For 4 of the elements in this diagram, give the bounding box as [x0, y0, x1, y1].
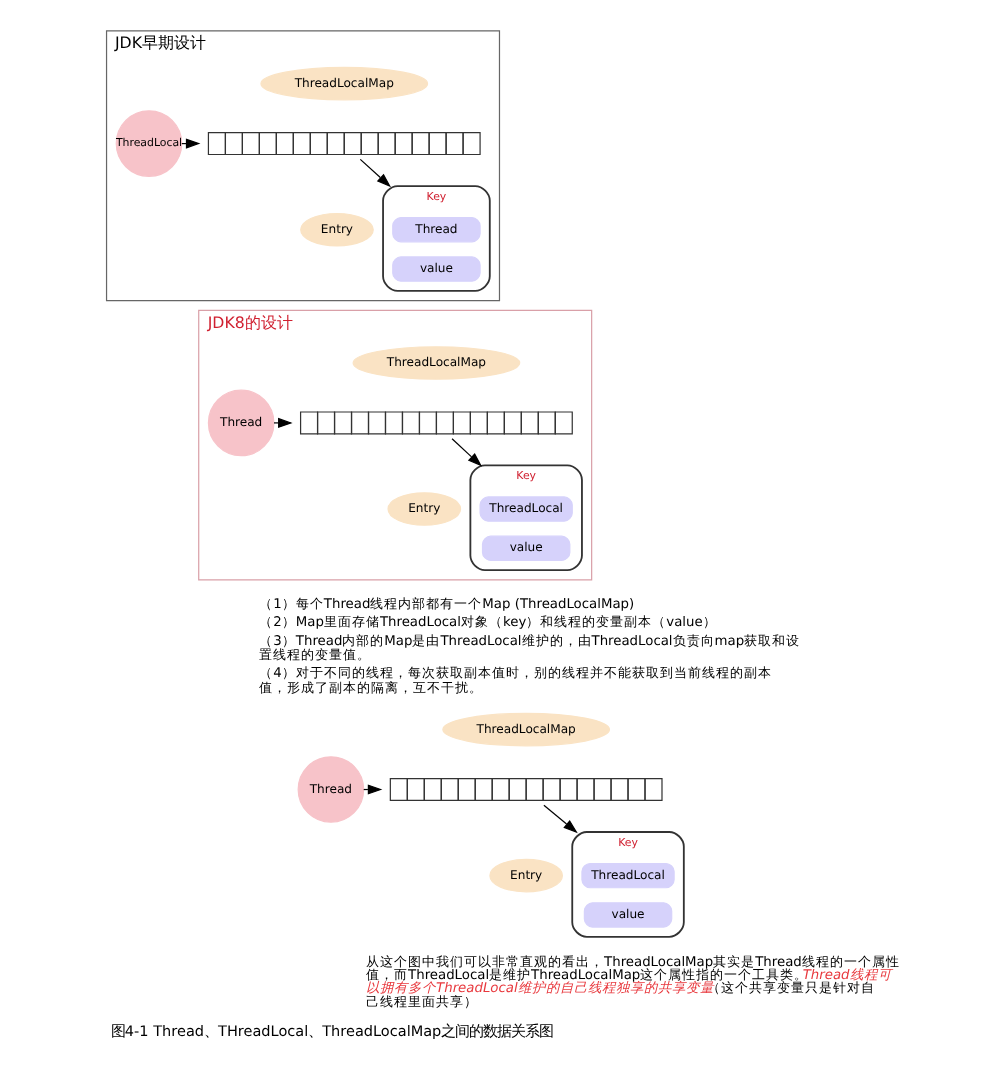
arrow [450, 438, 481, 467]
arrow [358, 158, 391, 188]
arrow [272, 417, 292, 428]
arrow [542, 804, 577, 834]
